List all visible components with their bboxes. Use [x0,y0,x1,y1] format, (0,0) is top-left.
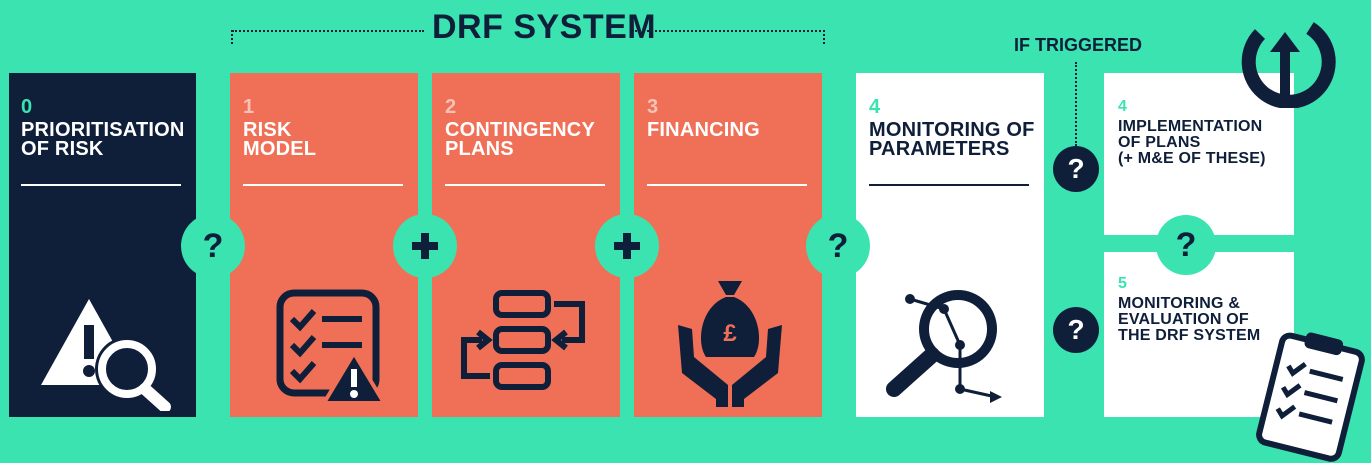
card-title: MONITORING & EVALUATION OF THE DRF SYSTE… [1118,295,1261,344]
card-number: 4 [1118,98,1127,115]
card-title: MONITORING OF PARAMETERS [869,119,1035,160]
card-title: FINANCING [647,119,760,141]
question-connector-evaluation: ? [1053,307,1099,353]
question-connector-0-1: ? [181,214,245,278]
checklist-warning-icon [276,289,388,405]
bracket-left-tick [231,30,233,44]
card-divider [243,184,403,186]
plus-icon [412,233,438,259]
drf-system-title: DRF SYSTEM [432,8,657,46]
plus-connector-2-3 [595,214,659,278]
card-monitoring-parameters: 4 MONITORING OF PARAMETERS [856,73,1044,417]
card-number: 0 [21,96,33,118]
bracket-right-line [632,30,825,32]
card-risk-model: 1 RISK MODEL [230,73,418,417]
question-connector-vertical: ? [1156,215,1216,275]
plus-connector-1-2 [393,214,457,278]
card-number: 2 [445,96,457,118]
plus-icon [614,233,640,259]
card-prioritisation: 0 PRIORITISATION OF RISK [9,73,196,417]
warning-magnifier-icon [41,299,171,411]
card-number: 1 [243,96,255,118]
card-divider [869,184,1029,186]
card-monitoring-evaluation: 5 MONITORING & EVALUATION OF THE DRF SYS… [1104,252,1294,417]
question-connector-3-4: ? [806,214,870,278]
question-mark: ? [1067,314,1085,345]
card-contingency-plans: 2 CONTINGENCY PLANS [432,73,620,417]
question-mark: ? [1067,153,1085,184]
bracket-left-line [232,30,424,32]
question-connector-implementation: ? [1053,146,1099,192]
svg-text:£: £ [723,320,737,347]
money-bag-hands-icon: £ [678,281,782,407]
flow-blocks-icon [461,290,585,390]
magnifier-graph-icon [886,290,1002,403]
card-divider [21,184,181,186]
card-number: 4 [869,96,881,118]
question-mark: ? [202,227,224,265]
trigger-line [1075,62,1077,146]
card-title: PRIORITISATION OF RISK [21,119,185,160]
card-number: 5 [1118,275,1127,292]
card-divider [647,184,807,186]
card-divider [445,184,605,186]
if-triggered-label: IF TRIGGERED [1014,35,1143,55]
clipboard-checklist-icon [1256,332,1365,462]
card-title: IMPLEMENTATION OF PLANS (+ M&E OF THESE) [1118,118,1266,167]
card-number: 3 [647,96,659,118]
question-mark: ? [827,227,849,265]
card-title: RISK MODEL [243,119,317,160]
card-title: CONTINGENCY PLANS [445,119,595,160]
question-mark: ? [1175,226,1197,264]
card-financing: 3 FINANCING £ [634,73,822,417]
bracket-right-tick [823,30,825,44]
refresh-arrow-icon [1241,22,1336,108]
